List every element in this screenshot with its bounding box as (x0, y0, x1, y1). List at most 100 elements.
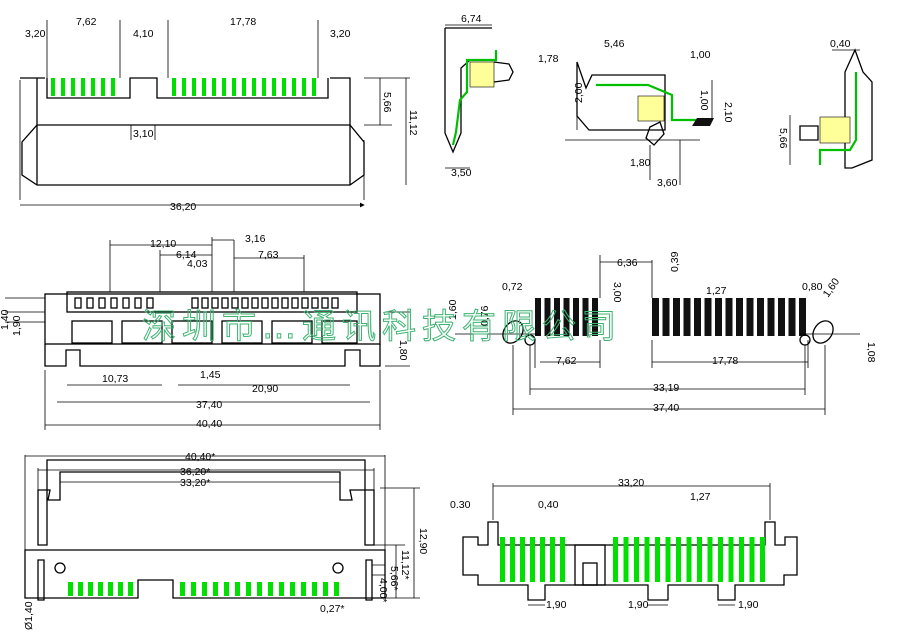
contact-slot (201, 297, 209, 309)
dim-label: 5,66 (381, 92, 393, 113)
footprint-pad (662, 298, 670, 336)
dim-label: 3,00 (611, 282, 623, 303)
footprint-pad (544, 298, 551, 336)
pin (302, 78, 306, 96)
pin (246, 582, 251, 596)
footprint-pad (715, 298, 722, 336)
dim-label: 0.30 (450, 499, 471, 511)
contact-slot (231, 297, 239, 309)
pin (290, 582, 295, 596)
view-bottom-left (24, 455, 420, 601)
pin (202, 582, 207, 596)
footprint-pad (757, 298, 764, 336)
pin (500, 537, 505, 582)
dim-label: 1,60 (447, 299, 459, 320)
dim-label: 33,20 (618, 477, 644, 489)
dim-label: 7,63 (258, 249, 279, 261)
contact-slot (86, 297, 94, 309)
dim-label: 40,40 (196, 418, 222, 430)
pin (252, 78, 256, 96)
contact-slot (311, 297, 319, 309)
pin (676, 537, 681, 582)
dim-label: 1,00 (698, 90, 710, 111)
dim-label: 5,66 (777, 128, 789, 149)
pin (301, 582, 306, 596)
dim-label: 33,20* (180, 477, 210, 489)
dim-label: 17,78 (712, 355, 738, 367)
dim-label: 1,90 (738, 599, 759, 611)
view-side-small (789, 48, 873, 169)
dim-label: 2,10 (722, 102, 734, 123)
contact-slot (321, 297, 329, 309)
view-side-section (444, 24, 514, 169)
pin (655, 537, 660, 582)
view-footprint (455, 255, 860, 415)
pin (718, 537, 723, 582)
footprint-pad (746, 298, 754, 336)
footprint-pad (788, 298, 796, 336)
dim-label: 36,20* (180, 466, 210, 478)
contact-slot (271, 297, 279, 309)
dim-label: 7,62 (556, 355, 577, 367)
view-top-front (19, 20, 410, 205)
dim-label: 1,90 (628, 599, 649, 611)
dim-label: 6,74 (461, 13, 482, 25)
contact-slot (241, 297, 249, 309)
contact-slot (331, 297, 339, 309)
footprint-pad (778, 298, 785, 336)
pin (212, 78, 216, 96)
footprint-pad (736, 298, 743, 336)
window-slot (171, 320, 213, 344)
dim-label: 5,66* (388, 566, 400, 591)
footprint-pad (582, 298, 589, 336)
dim-label: 20,90 (252, 383, 278, 395)
contact-slot (134, 297, 142, 309)
contact-slot (146, 297, 154, 309)
pin (224, 582, 229, 596)
pin (312, 78, 316, 96)
dim-label: 0,72 (502, 281, 523, 293)
dim-label: 3,50 (451, 167, 472, 179)
dim-label: 33,19 (653, 382, 679, 394)
footprint-pad (704, 298, 712, 336)
dim-label: 10,73 (102, 373, 128, 385)
dim-label: 6,36 (617, 257, 638, 269)
pin (334, 582, 339, 596)
pin (686, 537, 692, 582)
pin (707, 537, 713, 582)
dim-label: 2,00 (573, 82, 585, 103)
footprint-pad (673, 298, 680, 336)
footprint-pad (683, 298, 691, 336)
dim-label: 1,78 (538, 53, 559, 65)
dim-label: 3,10 (133, 128, 154, 140)
pin (111, 78, 115, 96)
dim-label: 37,40 (653, 402, 679, 414)
contact-slot (291, 297, 299, 309)
pin (88, 582, 93, 596)
pin (279, 582, 284, 596)
pin (262, 78, 266, 96)
dim-label: 4,00* (377, 578, 389, 603)
window-slot (221, 320, 263, 344)
footprint-pad (652, 298, 659, 336)
pin (312, 582, 317, 596)
pin (71, 78, 75, 96)
pin (213, 582, 218, 596)
contact-slot (261, 297, 269, 309)
pin (540, 537, 545, 582)
dim-label: 1,90 (546, 599, 567, 611)
pin (697, 537, 702, 582)
pin (51, 78, 55, 96)
window-slot (121, 320, 163, 344)
pin (202, 78, 206, 96)
dim-label: 40,40* (185, 451, 215, 463)
dim-label: 4,03 (187, 258, 208, 270)
dim-label: 4,10 (133, 28, 154, 40)
pin (749, 537, 755, 582)
pin (128, 582, 133, 596)
pin (550, 537, 555, 582)
contact-slot (251, 297, 259, 309)
dim-label: 3,20 (330, 28, 351, 40)
view-bottom-right (462, 483, 798, 606)
view-front-middle (5, 237, 410, 430)
